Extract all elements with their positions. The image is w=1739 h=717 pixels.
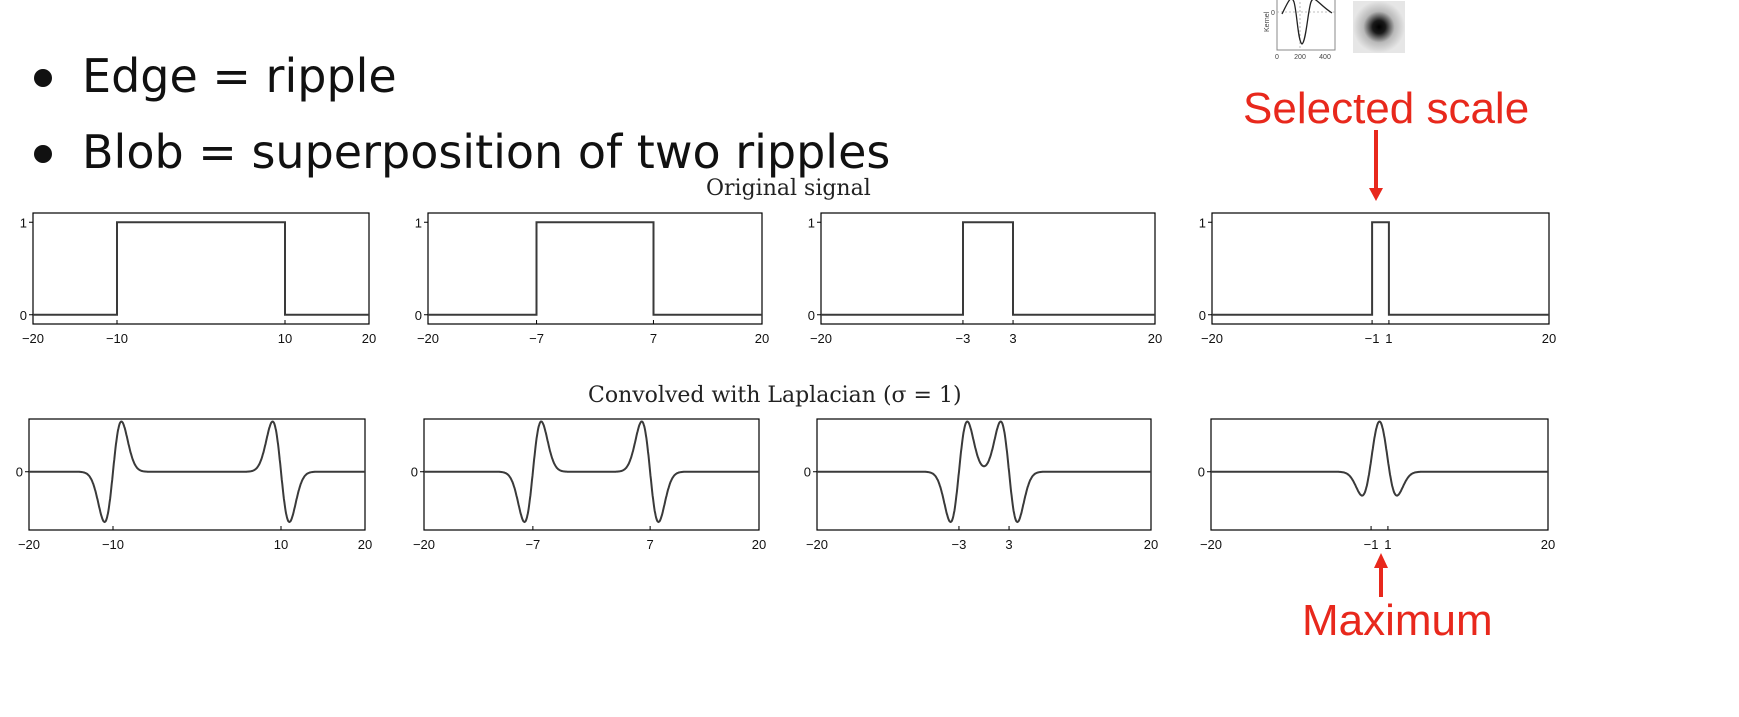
x-tick-label: 20	[358, 537, 372, 552]
plot-frame	[1211, 212, 1550, 325]
y-tick-label: 1	[808, 215, 815, 230]
x-tick-label: 20	[752, 537, 766, 552]
signal-line	[428, 221, 762, 316]
x-tick-label: 10	[278, 331, 292, 346]
bullet-text: Edge = ripple	[82, 49, 397, 103]
x-tick-label: −20	[810, 331, 832, 346]
selected-scale-arrow-head	[1369, 188, 1383, 201]
plot-frame	[423, 418, 760, 531]
chart-panel: 0 −20 −7 7 20	[411, 418, 766, 552]
x-tick-label: 20	[1148, 331, 1162, 346]
x-tick-label: −20	[18, 537, 40, 552]
signal-line	[424, 420, 759, 524]
x-tick-label: −7	[525, 537, 540, 552]
x-tick-label: −20	[413, 537, 435, 552]
plot-frame	[1210, 418, 1549, 531]
x-tick-label: −20	[417, 331, 439, 346]
x-tick-label: 10	[274, 537, 288, 552]
chart-panel: 0 −20 −10 10 20	[16, 418, 372, 552]
bullet-dot-icon	[34, 69, 52, 87]
x-tick-label: −3	[952, 537, 967, 552]
x-tick-label: 20	[1542, 331, 1556, 346]
y-tick-label: 0	[1199, 308, 1206, 323]
signal-line	[817, 420, 1151, 524]
signal-line	[33, 221, 369, 316]
x-tick-label: −7	[529, 331, 544, 346]
y-tick-label: 0	[20, 308, 27, 323]
plot-frame	[820, 212, 1156, 325]
y-tick-label: 0	[808, 308, 815, 323]
thumbnail-xtick: 0	[1275, 54, 1279, 61]
thumbnail-frame	[1276, 0, 1336, 51]
bullet-blob: Blob = superposition of two ripples	[28, 114, 890, 190]
blob-icon	[1353, 1, 1405, 53]
chart-panel: 1 0 −20 −3 3 20	[808, 212, 1162, 346]
y-tick-label: 1	[415, 215, 422, 230]
signal-line	[821, 221, 1155, 316]
thumbnail-ytick: 0	[1271, 10, 1275, 17]
x-tick-label: 20	[362, 331, 376, 346]
x-tick-label: 20	[1541, 537, 1555, 552]
thumbnail-kernel-curve	[1281, 0, 1333, 45]
x-tick-label: −3	[956, 331, 971, 346]
x-tick-label: −20	[1201, 331, 1223, 346]
x-tick-label: −20	[1200, 537, 1222, 552]
x-tick-label: 3	[1005, 537, 1012, 552]
x-tick-label: −20	[22, 331, 44, 346]
x-tick-label: 3	[1009, 331, 1016, 346]
maximum-label: Maximum	[1302, 596, 1493, 645]
bullet-text: Blob = superposition of two ripples	[82, 125, 891, 179]
x-tick-label: −1	[1365, 331, 1380, 346]
signal-line	[29, 420, 365, 524]
chart-panel: 1 0 −20 −7 7 20	[415, 212, 769, 346]
plot-frame	[427, 212, 763, 325]
bullet-edge: Edge = ripple	[28, 38, 890, 114]
plot-frame	[28, 418, 366, 531]
x-tick-label: −10	[102, 537, 124, 552]
convolved-caption: Convolved with Laplacian (σ = 1)	[588, 383, 962, 408]
y-tick-label: 1	[20, 215, 27, 230]
selected-scale-label: Selected scale	[1243, 84, 1530, 133]
x-tick-label: 7	[647, 537, 654, 552]
y-tick-label: 0	[16, 465, 23, 480]
maximum-arrow-head	[1374, 553, 1388, 568]
thumbnail-xtick: 200	[1294, 54, 1306, 61]
thumbnail-ylabel: Kernel	[1264, 11, 1271, 32]
x-tick-label: 1	[1384, 537, 1391, 552]
thumbnail-xtick: 400	[1319, 54, 1331, 61]
plot-frame	[32, 212, 370, 325]
bullet-dot-icon	[34, 145, 52, 163]
original-signal-caption: Original signal	[706, 176, 871, 201]
chart-panel: 0 −20 −1 1 20	[1198, 418, 1555, 552]
y-tick-label: 0	[411, 465, 418, 480]
x-tick-label: −20	[806, 537, 828, 552]
x-tick-label: 20	[1144, 537, 1158, 552]
x-tick-label: 1	[1385, 331, 1392, 346]
plot-frame	[816, 418, 1152, 531]
bullet-list: Edge = ripple Blob = superposition of tw…	[28, 38, 890, 190]
chart-panel: 1 0 −20 −1 1 20	[1199, 212, 1556, 346]
y-tick-label: 0	[1198, 465, 1205, 480]
signal-line	[1212, 221, 1549, 316]
x-tick-label: 7	[650, 331, 657, 346]
x-tick-label: 20	[755, 331, 769, 346]
y-tick-label: 1	[1199, 215, 1206, 230]
signal-line	[1211, 420, 1548, 497]
x-tick-label: −1	[1364, 537, 1379, 552]
x-tick-label: −10	[106, 331, 128, 346]
y-tick-label: 0	[804, 465, 811, 480]
chart-panel: 0 −20 −3 3 20	[804, 418, 1158, 552]
y-tick-label: 0	[415, 308, 422, 323]
